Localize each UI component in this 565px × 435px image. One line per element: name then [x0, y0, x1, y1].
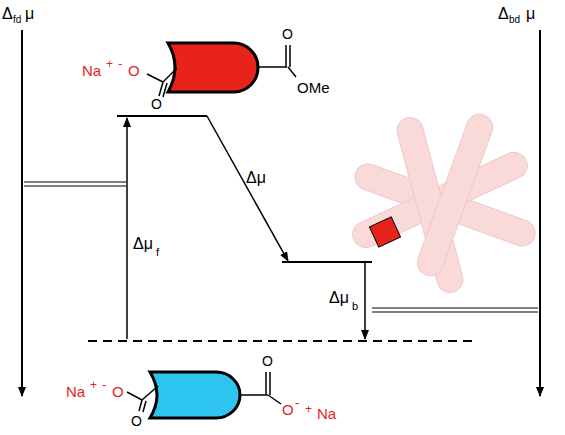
atom-label: O — [262, 354, 273, 368]
energy-label: Δμ — [133, 236, 153, 252]
axis-label-subscript: bd — [509, 15, 520, 25]
atom-label: O — [282, 27, 293, 41]
atom-label: O — [151, 97, 162, 111]
axis-subscript: fd — [13, 15, 21, 25]
charge-sign: + — [106, 58, 113, 70]
charge-sign: - — [102, 378, 106, 391]
axis-label: μ — [25, 6, 34, 22]
charge-sign: - — [118, 57, 122, 70]
counter-ion: Na — [66, 384, 85, 399]
charge-sign: + — [90, 379, 97, 391]
energy-subscript: b — [352, 301, 358, 312]
axis-label: μ — [526, 6, 535, 22]
energy-subscript: f — [156, 247, 159, 258]
atom-label: O — [131, 414, 142, 428]
counter-ion: Na — [317, 406, 336, 421]
axis-label: Δ — [2, 6, 13, 22]
energy-label: Δμ — [246, 170, 266, 186]
atom-label: O — [112, 384, 124, 399]
atom-label: O — [282, 402, 294, 417]
counter-ion: Na — [82, 63, 101, 78]
group-label: OMe — [297, 80, 330, 95]
atom-label: O — [128, 63, 140, 78]
charge-sign: - — [295, 396, 299, 409]
axis-label: Δ — [498, 6, 509, 22]
energy-label: Δμ — [329, 290, 349, 306]
charge-sign: + — [305, 403, 312, 415]
